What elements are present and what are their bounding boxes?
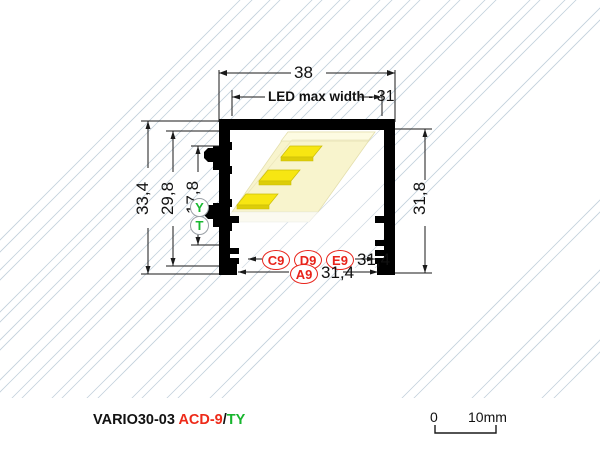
dimension-right-height (395, 128, 432, 274)
dimension-top-width (218, 70, 396, 122)
badge-c9-label: C9 (267, 252, 285, 268)
dimension-label-led-max-width: LED max width - 31 (268, 89, 395, 105)
badge-c9[interactable]: C9 (262, 250, 290, 270)
dimension-inner-width-lower (238, 269, 378, 275)
led-max-width-value: 31 (376, 88, 395, 105)
dimension-label-inner-width-upper: 31,4 (357, 250, 391, 269)
badge-t-label: T (195, 218, 204, 233)
badge-a9[interactable]: A9 (290, 264, 318, 284)
dimension-inner-width-upper (248, 256, 375, 262)
badge-e9[interactable]: E9 (326, 250, 354, 270)
badge-d9-label: D9 (299, 252, 317, 268)
badge-y-label: Y (195, 200, 204, 215)
scale-bar-start-label: 0 (430, 409, 438, 425)
badge-y[interactable]: Y (190, 198, 209, 217)
badge-e9-label: E9 (332, 252, 348, 268)
dimension-label-inner-height: 29,8 (158, 181, 178, 216)
caption-separator: / (222, 412, 227, 428)
dimension-inner-height (166, 130, 219, 267)
badge-a9-label: A9 (295, 266, 313, 282)
dimension-outer-height (141, 120, 219, 275)
caption-variant: ACD-9 (178, 412, 223, 428)
dimension-label-outer-height: 33,4 (133, 181, 153, 216)
caption-suffix: TY (226, 412, 246, 428)
led-max-width-text: LED max width - (268, 89, 374, 104)
dimension-label-inner-width-lower: 31,4 (321, 263, 355, 282)
scale-bar-bracket (434, 425, 497, 434)
caption: VARIO30-03 ACD-9/TY (93, 412, 245, 428)
dimension-label-top-width: 38 (294, 63, 313, 82)
profile-walls (204, 119, 395, 275)
dimension-label-right-height: 31,8 (410, 181, 430, 216)
dimension-led-max-width (231, 90, 383, 116)
led-chips-graphic (236, 145, 323, 210)
led-strip-graphic (223, 131, 376, 223)
badge-t[interactable]: T (190, 216, 209, 235)
scale-bar-end-label: 10mm (468, 409, 507, 425)
caption-model: VARIO30-03 (93, 412, 175, 428)
